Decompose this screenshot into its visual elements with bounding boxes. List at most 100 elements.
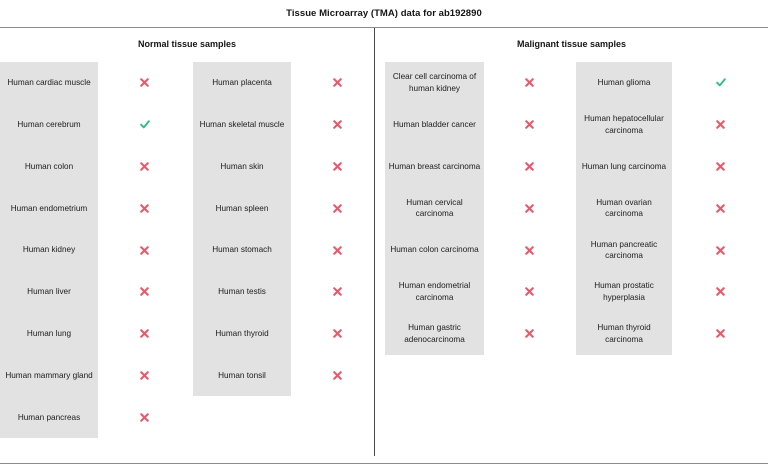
tissue-label: Human mammary gland (5, 370, 93, 380)
result-cell (291, 271, 383, 313)
tissue-label: Human pancreas (17, 412, 81, 422)
table-row: Human kidney (0, 229, 190, 271)
tissue-label-cell: Human lung carcinoma (576, 145, 672, 188)
tissue-label-cell: Human glioma (576, 62, 672, 104)
tissue-label: Human lung carcinoma (581, 161, 667, 171)
table-row: Human ovarian carcinoma (576, 187, 768, 230)
cross-icon (332, 287, 342, 297)
table-row: Human testis (193, 270, 383, 313)
table-row: Clear cell carcinoma of human kidney (385, 62, 574, 104)
tissue-label: Human skeletal muscle (199, 119, 285, 129)
table-row: Human pancreatic carcinoma (576, 229, 768, 271)
section-divider (374, 28, 375, 456)
tissue-label: Clear cell carcinoma of human kidney (392, 72, 477, 93)
tissue-label: Human placenta (212, 78, 272, 88)
table-row: Human prostatic hyperplasia (576, 270, 768, 313)
result-cell (98, 313, 190, 355)
table-row: Human cervical carcinoma (385, 187, 574, 230)
result-cell (291, 355, 383, 397)
cross-icon (139, 329, 149, 338)
section-header-normal: Normal tissue samples (0, 28, 374, 60)
result-cell (98, 396, 190, 438)
tissue-label: Human cerebrum (17, 119, 81, 129)
tissue-label-cell: Human placenta (193, 62, 291, 104)
table-row: Human glioma (576, 62, 768, 104)
tissue-label-cell: Human breast carcinoma (385, 145, 484, 188)
tissue-label-cell: Human lung (0, 312, 98, 355)
cross-icon (139, 162, 149, 171)
cross-icon (139, 204, 149, 213)
tissue-label-cell: Human spleen (193, 187, 291, 230)
tissue-label-cell: Human liver (0, 270, 98, 313)
tissue-label: Human cardiac muscle (7, 78, 91, 88)
tissue-label: Human pancreatic carcinoma (590, 239, 658, 261)
tissue-label: Human breast carcinoma (388, 161, 481, 171)
table-row: Human tonsil (193, 354, 383, 397)
result-cell (98, 146, 190, 188)
result-cell (672, 229, 768, 271)
table-row: Human lung carcinoma (576, 145, 768, 188)
table-row: Human lung (0, 312, 190, 355)
cross-icon (715, 287, 725, 297)
tissue-label: Human lung (26, 328, 72, 338)
result-cell (291, 187, 383, 229)
table-row: Human breast carcinoma (385, 145, 574, 188)
tissue-label-cell: Human pancreas (0, 396, 98, 439)
check-icon (139, 120, 150, 129)
cross-icon (524, 245, 534, 255)
cross-icon (332, 78, 342, 88)
table-row: Human skeletal muscle (193, 103, 383, 146)
table-row: Human endometrium (0, 187, 190, 230)
cross-icon (715, 329, 725, 338)
tissue-label-cell: Human endometrial carcinoma (385, 270, 484, 313)
cross-icon (524, 162, 534, 171)
cross-icon (524, 120, 534, 129)
tissue-label-cell: Human bladder cancer (385, 103, 484, 146)
result-cell (672, 104, 768, 146)
tissue-label-cell: Human colon (0, 145, 98, 188)
tissue-label: Human stomach (212, 245, 272, 255)
cross-icon (332, 245, 342, 255)
table-row: Human cerebrum (0, 103, 190, 146)
table-row: Human gastric adenocarcinoma (385, 312, 574, 355)
cross-icon (139, 287, 149, 297)
tissue-label-cell: Human colon carcinoma (385, 229, 484, 271)
tissue-label: Human testis (218, 287, 266, 297)
page-title: Tissue Microarray (TMA) data for ab19289… (286, 8, 482, 19)
result-cell (98, 104, 190, 146)
cross-icon (332, 120, 342, 129)
table-row: Human mammary gland (0, 354, 190, 397)
tissue-label-cell: Human hepatocellular carcinoma (576, 103, 672, 146)
cross-icon (715, 162, 725, 171)
tissue-label: Human liver (27, 287, 71, 297)
table-row: Human placenta (193, 62, 383, 104)
tissue-label-cell: Human kidney (0, 229, 98, 271)
tissue-label-cell: Human skeletal muscle (193, 103, 291, 146)
result-cell (672, 187, 768, 229)
cross-icon (715, 120, 725, 129)
cross-icon (524, 329, 534, 338)
table-row: Human bladder cancer (385, 103, 574, 146)
result-cell (98, 355, 190, 397)
cross-icon (139, 371, 149, 380)
tissue-label: Human prostatic hyperplasia (594, 281, 654, 302)
tissue-label-cell: Human cardiac muscle (0, 62, 98, 104)
tissue-label: Human endometrium (10, 203, 88, 213)
tissue-label-cell: Human ovarian carcinoma (576, 187, 672, 230)
tissue-label-cell: Human testis (193, 270, 291, 313)
check-icon (715, 78, 726, 87)
tissue-label: Human hepatocellular carcinoma (584, 114, 664, 135)
tissue-label: Human skin (220, 161, 264, 171)
tissue-label: Human colon (24, 161, 74, 171)
page-title-bar: Tissue Microarray (TMA) data for ab19289… (0, 0, 768, 27)
tissue-label: Human thyroid carcinoma (597, 323, 651, 344)
table-row: Human hepatocellular carcinoma (576, 103, 768, 146)
section-title-normal: Normal tissue samples (137, 39, 237, 49)
table-row: Human thyroid (193, 312, 383, 355)
result-cell (98, 229, 190, 271)
tissue-label: Human tonsil (218, 370, 266, 380)
tissue-label: Human glioma (597, 78, 651, 88)
